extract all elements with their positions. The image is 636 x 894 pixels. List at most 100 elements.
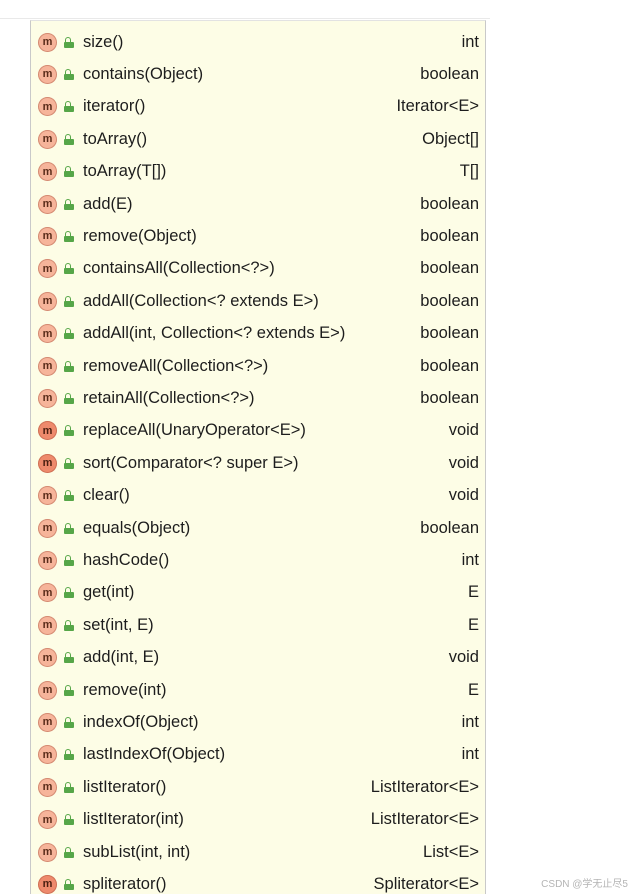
method-list-item[interactable]: m toArray(T[]) T[] xyxy=(31,156,485,188)
method-m-icon: m xyxy=(38,388,57,408)
public-lock-icon xyxy=(64,295,74,307)
method-m-icon: m xyxy=(38,680,57,700)
method-return-type: E xyxy=(467,583,479,602)
public-lock-icon xyxy=(64,522,74,534)
method-return-type: boolean xyxy=(420,291,479,310)
public-lock-icon xyxy=(64,619,74,631)
method-list-item[interactable]: m remove(int) E xyxy=(31,674,485,706)
method-m-icon: m xyxy=(38,356,57,376)
default-method-m-icon: m xyxy=(38,421,57,441)
public-lock-icon xyxy=(64,846,74,858)
public-lock-icon xyxy=(64,425,74,437)
public-lock-icon xyxy=(64,392,74,404)
method-m-icon: m xyxy=(38,810,57,830)
method-m-icon: m xyxy=(38,32,57,52)
method-return-type: void xyxy=(448,648,479,667)
method-return-type: E xyxy=(467,680,479,699)
method-signature: removeAll(Collection<?>) xyxy=(83,356,269,375)
public-lock-icon xyxy=(64,68,74,80)
method-signature: remove(int) xyxy=(83,680,167,699)
method-m-icon: m xyxy=(38,550,57,570)
method-signature: add(int, E) xyxy=(83,648,160,667)
method-signature: lastIndexOf(Object) xyxy=(83,745,226,764)
default-method-m-icon: m xyxy=(38,874,57,894)
method-signature: toArray(T[]) xyxy=(83,162,167,181)
method-m-icon: m xyxy=(38,129,57,149)
method-list-item[interactable]: m indexOf(Object) int xyxy=(31,706,485,738)
method-m-icon: m xyxy=(38,777,57,797)
method-list-item[interactable]: m listIterator() ListIterator<E> xyxy=(31,771,485,803)
public-lock-icon xyxy=(64,587,74,599)
method-m-icon: m xyxy=(38,162,57,182)
method-signature: add(E) xyxy=(83,194,133,213)
method-return-type: boolean xyxy=(420,388,479,407)
method-return-type: int xyxy=(461,745,479,764)
method-return-type: Object[] xyxy=(422,129,479,148)
public-lock-icon xyxy=(64,328,74,340)
public-lock-icon xyxy=(64,101,74,113)
method-signature: addAll(int, Collection<? extends E>) xyxy=(83,324,346,343)
method-m-icon: m xyxy=(38,712,57,732)
method-return-type: void xyxy=(448,421,479,440)
method-m-icon: m xyxy=(38,583,57,603)
method-signature: subList(int, int) xyxy=(83,842,191,861)
public-lock-icon xyxy=(64,166,74,178)
method-return-type: T[] xyxy=(459,162,479,181)
method-signature: retainAll(Collection<?>) xyxy=(83,388,255,407)
method-list-item[interactable]: m addAll(Collection<? extends E>) boolean xyxy=(31,285,485,317)
method-return-type: boolean xyxy=(420,259,479,278)
public-lock-icon xyxy=(64,457,74,469)
public-lock-icon xyxy=(64,198,74,210)
public-lock-icon xyxy=(64,263,74,275)
public-lock-icon xyxy=(64,230,74,242)
method-list-item[interactable]: m add(int, E) void xyxy=(31,642,485,674)
watermark: CSDN @学无止尽5 xyxy=(541,879,628,890)
method-m-icon: m xyxy=(38,291,57,311)
method-list-item[interactable]: m retainAll(Collection<?>) boolean xyxy=(31,382,485,414)
public-lock-icon xyxy=(64,814,74,826)
method-return-type: ListIterator<E> xyxy=(370,777,479,796)
method-signature: contains(Object) xyxy=(83,64,204,83)
method-signature: spliterator() xyxy=(83,874,167,893)
public-lock-icon xyxy=(64,684,74,696)
method-signature: listIterator() xyxy=(83,777,167,796)
method-signature: indexOf(Object) xyxy=(83,712,199,731)
method-m-icon: m xyxy=(38,842,57,862)
method-m-icon: m xyxy=(38,648,57,668)
public-lock-icon xyxy=(64,490,74,502)
method-signature: containsAll(Collection<?>) xyxy=(83,259,275,278)
method-signature: equals(Object) xyxy=(83,518,191,537)
method-m-icon: m xyxy=(38,615,57,635)
public-lock-icon xyxy=(64,652,74,664)
method-return-type: ListIterator<E> xyxy=(370,810,479,829)
method-return-type: boolean xyxy=(420,226,479,245)
public-lock-icon xyxy=(64,878,74,890)
method-m-icon: m xyxy=(38,194,57,214)
method-return-type: void xyxy=(448,453,479,472)
method-return-type: int xyxy=(461,712,479,731)
method-return-type: boolean xyxy=(420,518,479,537)
method-signature: size() xyxy=(83,32,124,51)
method-signature: addAll(Collection<? extends E>) xyxy=(83,291,319,310)
